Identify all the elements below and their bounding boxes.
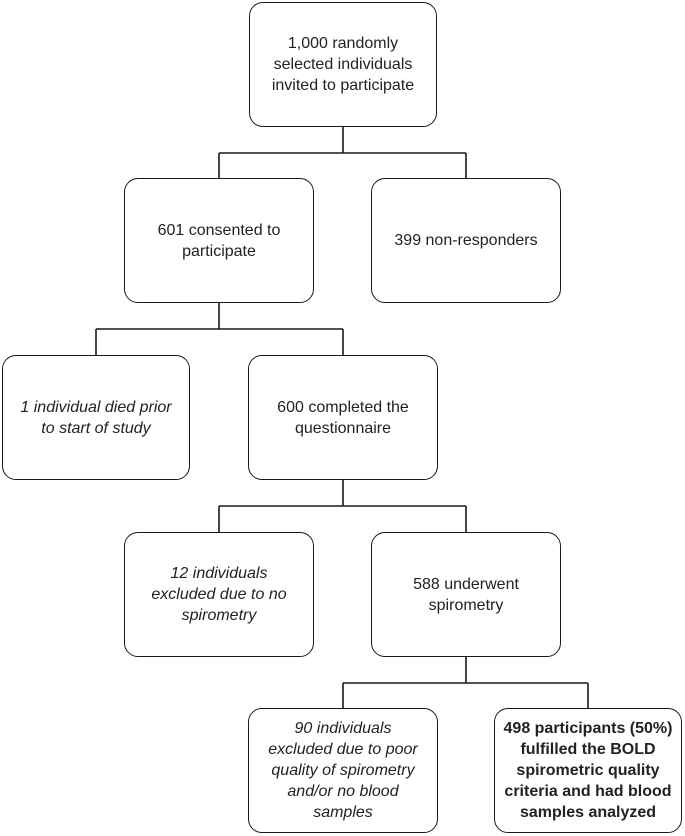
connector-questionnaire-split [218, 480, 467, 532]
poor-quality-box: 90 individuals excluded due to poor qual… [248, 708, 438, 833]
poor-quality-text: 90 individuals excluded due to poor qual… [268, 720, 418, 821]
questionnaire-box: 600 completed the questionnaire [248, 355, 438, 480]
died-text: 1 individual died prior to start of stud… [20, 398, 172, 437]
consented-text: 601 consented to participate [157, 221, 281, 260]
connector-invited-split [218, 127, 467, 178]
consented-box: 601 consented to participate [124, 178, 314, 303]
final-participants-box: 498 participants (50%) fulfilled the BOL… [494, 708, 682, 833]
died-box: 1 individual died prior to start of stud… [2, 355, 190, 480]
non-responders-box: 399 non-responders [371, 178, 561, 303]
questionnaire-text: 600 completed the questionnaire [277, 398, 409, 437]
final-participants-text: 498 participants (50%) fulfilled the BOL… [503, 720, 673, 821]
underwent-spirometry-text: 588 underwent spirometry [413, 575, 519, 614]
connector-spirometry-split [342, 657, 589, 708]
non-responders-text: 399 non-responders [394, 232, 538, 249]
no-spirometry-box: 12 individuals excluded due to no spirom… [124, 532, 314, 657]
invited-text: 1,000 randomly selected individuals invi… [271, 35, 415, 94]
underwent-spirometry-box: 588 underwent spirometry [371, 532, 561, 657]
connector-consented-split [95, 303, 344, 355]
no-spirometry-text: 12 individuals excluded due to no spirom… [151, 565, 287, 624]
invited-box: 1,000 randomly selected individuals invi… [249, 2, 437, 127]
